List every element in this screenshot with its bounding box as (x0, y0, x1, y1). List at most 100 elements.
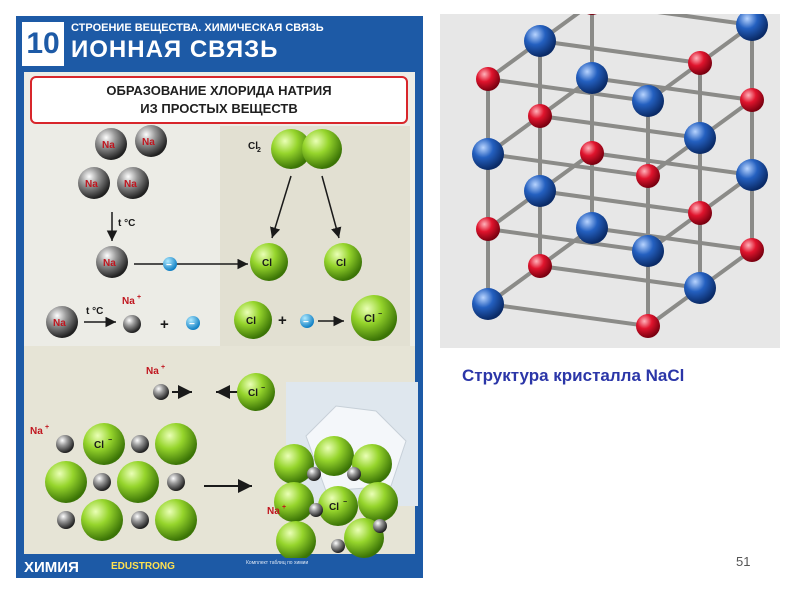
lattice-bond-rod (538, 39, 702, 65)
figure-caption: Структура кристалла NaCl (462, 366, 685, 385)
na-label: Na (85, 179, 98, 190)
ionic-bond-poster: 10 СТРОЕНИЕ ВЕЩЕСТВА. ХИМИЧЕСКАЯ СВЯЗЬ И… (16, 16, 423, 578)
na-ion-label: Na (146, 366, 159, 377)
cl-ion-charge: − (108, 437, 112, 444)
sodium-ion-sphere (740, 238, 764, 262)
chloride-ion (237, 373, 275, 411)
na-label: Na (103, 258, 116, 269)
poster-footer (16, 558, 423, 578)
na-ion-label: Na (30, 426, 43, 437)
cl-label: Cl (246, 316, 256, 327)
sodium-atom (46, 306, 78, 338)
na-ion-label: Na (122, 296, 135, 307)
cl-ion-charge: − (378, 311, 382, 318)
lattice-bond-rod (486, 77, 650, 103)
na-label: Na (124, 179, 137, 190)
heat-label: t °C (118, 218, 135, 229)
electron-sign: − (303, 317, 309, 328)
packed-ion-crystal: Cl − Na + (267, 436, 398, 561)
chloride-ion (351, 295, 397, 341)
lattice-bond-rod (538, 264, 702, 290)
banner-line-2: ИЗ ПРОСТЫХ ВЕЩЕСТВ (140, 101, 298, 116)
dissociation-arrow-right (321, 175, 342, 239)
lattice-bond-rod (590, 226, 754, 252)
lattice-bond-rod (486, 227, 650, 253)
chlorine-atom (271, 129, 311, 169)
electron (186, 316, 200, 330)
lattice-bond-rod (590, 76, 754, 102)
page-number: 51 (736, 554, 751, 569)
sodium-ion-sphere (636, 164, 660, 188)
reaction-scene: Na Na Na Na t °C Na − Cl 2 Cl Cl Na t °C… (30, 125, 418, 561)
cl2-subscript: 2 (257, 147, 261, 154)
chloride-ion-sphere (576, 212, 608, 244)
na-ion-charge: + (137, 294, 141, 301)
dissociation-arrow-left (270, 175, 292, 239)
sodium-ion-sphere (580, 0, 604, 15)
chlorine-atom (234, 301, 272, 339)
electron (300, 314, 314, 328)
cl-label: Cl (336, 258, 346, 269)
footer-brand: ХИМИЯ (24, 559, 79, 576)
sodium-ion-sphere (740, 88, 764, 112)
sodium-ion-sphere (528, 254, 552, 278)
chloride-ion-sphere (576, 62, 608, 94)
cl-ion-label: Cl (364, 313, 375, 325)
lattice-bond-rod (590, 151, 754, 177)
na-ion-charge: + (45, 424, 49, 431)
na-label: Na (53, 318, 66, 329)
sodium-ion-sphere (476, 67, 500, 91)
na-ion-label: Na (267, 506, 280, 517)
sodium-ion-sphere (688, 51, 712, 75)
plus-sign: + (160, 316, 169, 333)
cl-label: Cl (262, 258, 272, 269)
poster-main-title: ИОННАЯ СВЯЗЬ (71, 36, 279, 63)
electron-sign: − (166, 260, 172, 271)
cl-ion-label: Cl (248, 388, 258, 399)
electron (163, 257, 177, 271)
chlorine-atom (324, 243, 362, 281)
ion-layer-model: Na + Cl − (30, 423, 197, 541)
na-ion-charge: + (282, 504, 286, 511)
cl-ion-charge: − (261, 385, 265, 392)
cl-ion-label: Cl (329, 502, 339, 513)
sodium-ion (153, 384, 169, 400)
chloride-ion-sphere (632, 235, 664, 267)
lattice-bond-rod (590, 1, 754, 27)
footer-small-print: Комплект таблиц по химии (246, 560, 309, 566)
sodium-atoms-group: Na Na Na Na (78, 125, 167, 199)
chloride-ion-sphere (472, 288, 504, 320)
sodium-ion-sphere (688, 201, 712, 225)
cl-ion-charge: − (343, 499, 347, 506)
sodium-atom (96, 246, 128, 278)
heat-label: t °C (86, 306, 103, 317)
na-label: Na (142, 137, 155, 148)
na-ion-charge: + (161, 364, 165, 371)
chloride-ion-sphere (524, 175, 556, 207)
footer-publisher: EDUSTRONG (111, 561, 175, 572)
poster-number: 10 (22, 22, 64, 66)
lattice-bond-rod (486, 152, 650, 178)
poster-series-title: СТРОЕНИЕ ВЕЩЕСТВА. ХИМИЧЕСКАЯ СВЯЗЬ (71, 22, 324, 34)
chloride-ion-sphere (472, 138, 504, 170)
lattice-bond-rod (486, 302, 650, 328)
na-label: Na (102, 140, 115, 151)
plus-sign: + (278, 312, 287, 329)
chloride-ion-sphere (632, 85, 664, 117)
lattice-bond-rod (538, 114, 702, 140)
nacl-lattice-figure (440, 0, 780, 348)
cl2-label: Cl (248, 141, 258, 152)
chloride-ion-sphere (524, 25, 556, 57)
chloride-ion-sphere (684, 122, 716, 154)
chloride-ion-sphere (736, 159, 768, 191)
reaction-banner: ОБРАЗОВАНИЕ ХЛОРИДА НАТРИЯ ИЗ ПРОСТЫХ ВЕ… (30, 76, 408, 124)
banner-line-1: ОБРАЗОВАНИЕ ХЛОРИДА НАТРИЯ (106, 83, 332, 98)
sodium-ion-sphere (636, 314, 660, 338)
nacl-lattice-svg (472, 0, 768, 338)
chloride-ion-sphere (684, 272, 716, 304)
chlorine-atom (302, 129, 342, 169)
cl-ion-label: Cl (94, 440, 104, 451)
chlorine-atom (250, 243, 288, 281)
sodium-ion-sphere (528, 104, 552, 128)
electron-sign: − (189, 319, 195, 330)
